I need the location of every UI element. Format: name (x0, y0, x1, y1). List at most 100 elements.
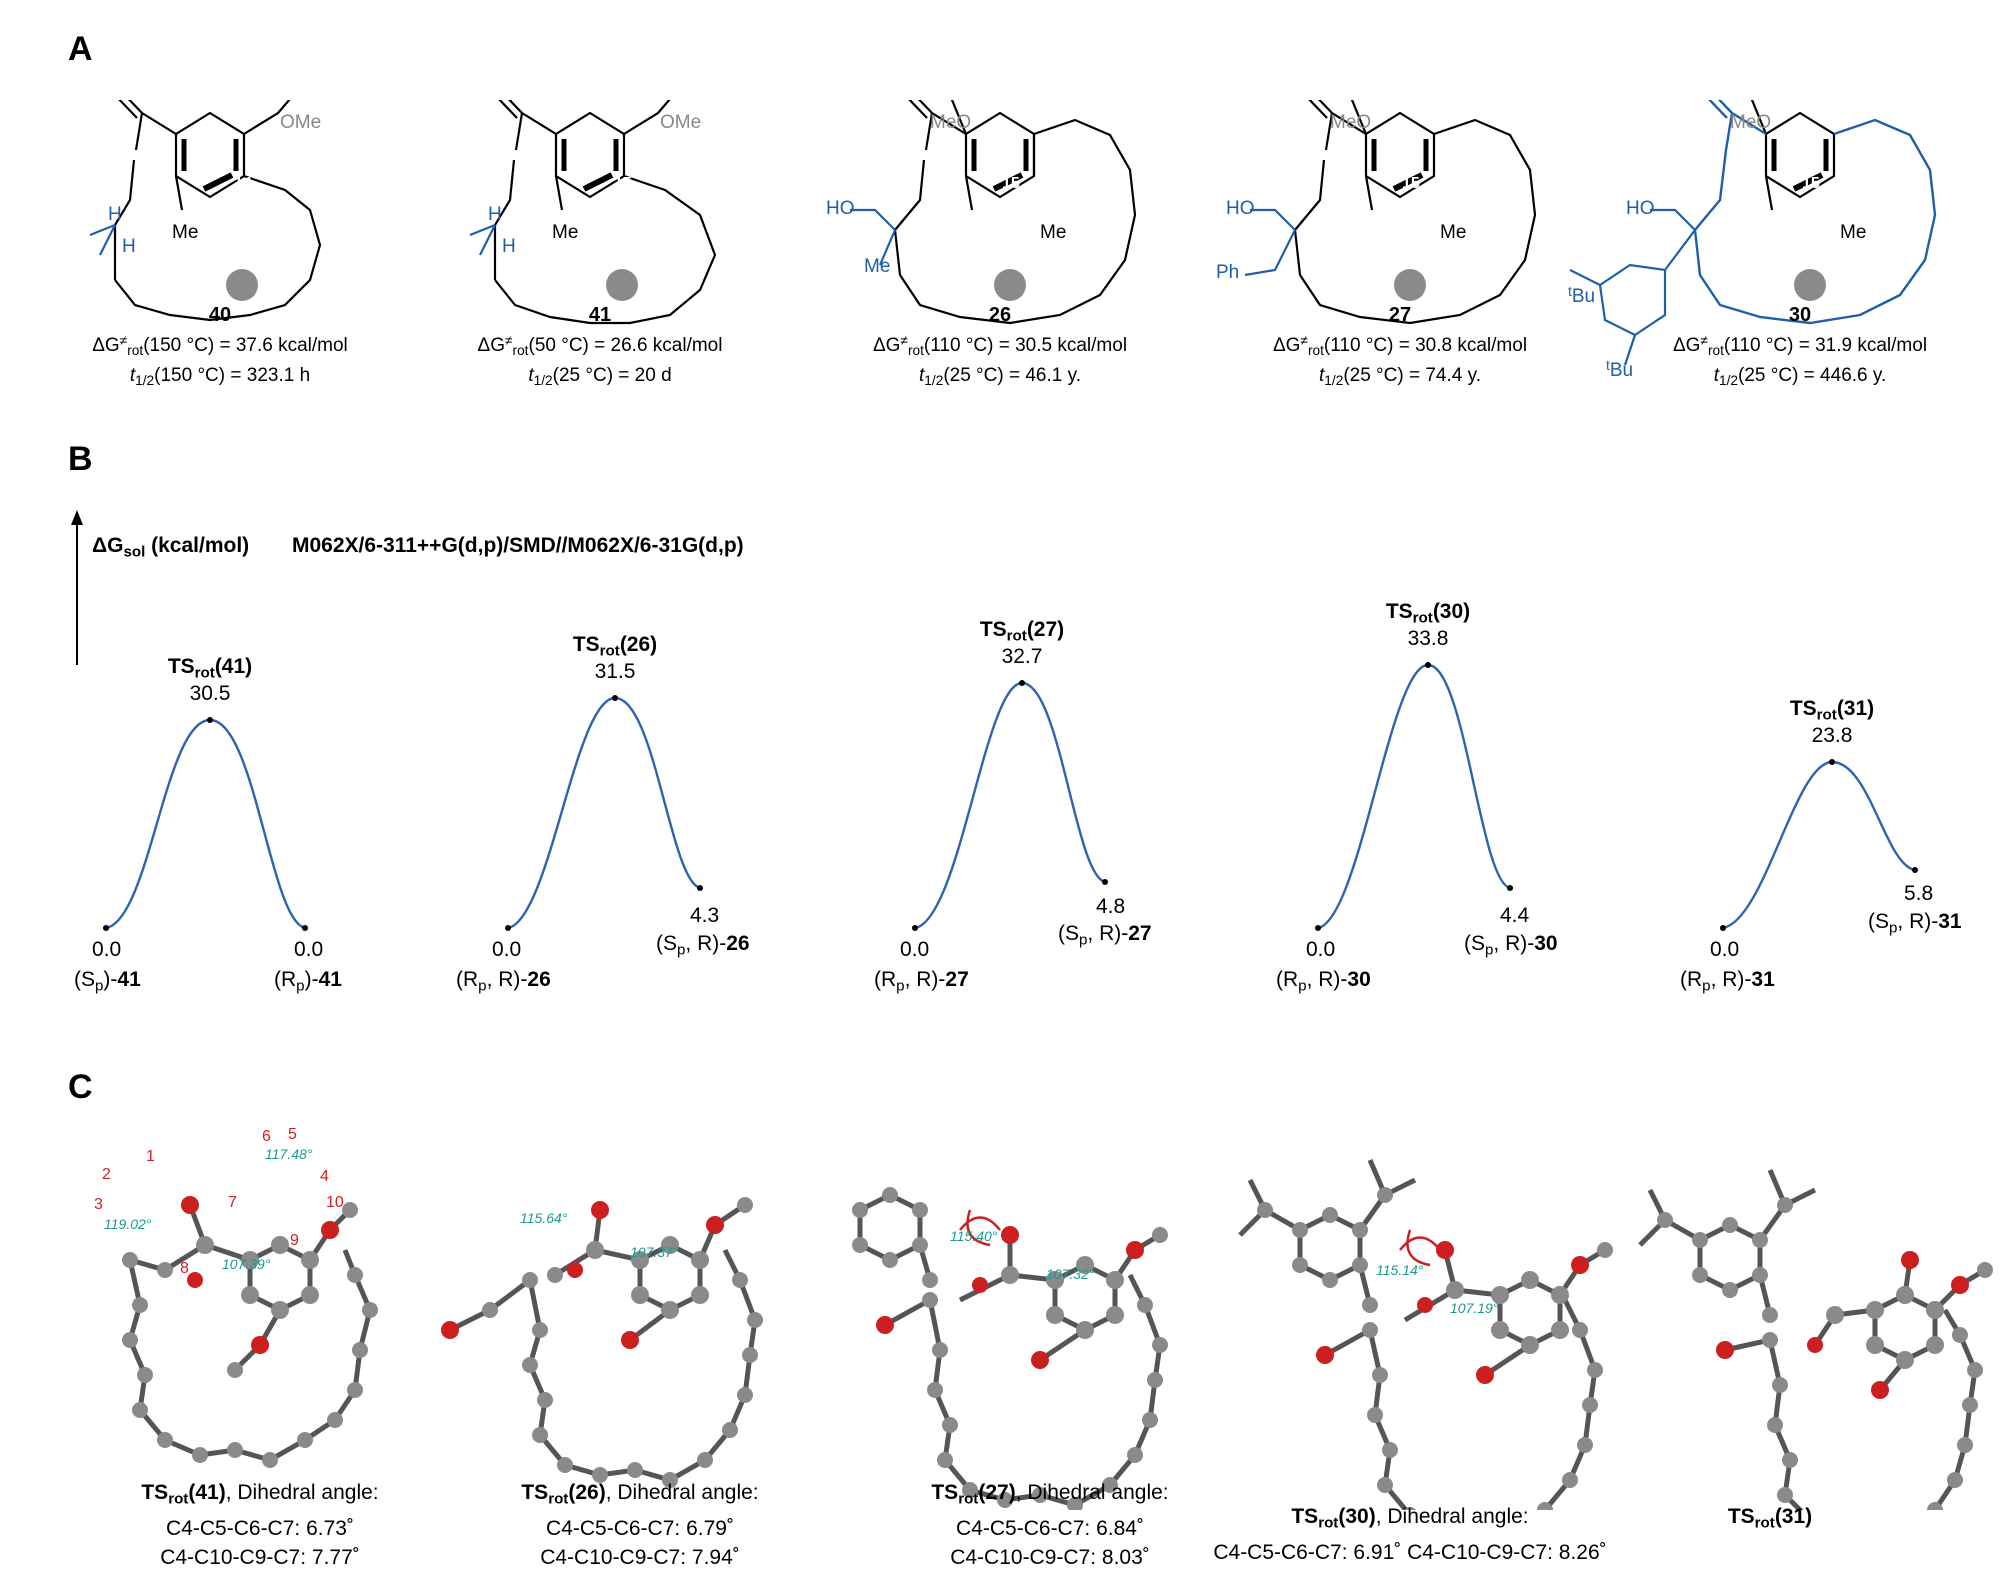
ho-label-27: HO (1226, 198, 1255, 219)
panel-b-letter: B (68, 440, 93, 478)
profile-curve-27 (914, 681, 1106, 930)
point-31-right (1912, 867, 1918, 873)
ome-label-40: OMe (280, 112, 322, 133)
point-26-ts (612, 695, 618, 701)
atom-num-10: 10 (326, 1194, 344, 1211)
h-label-41a: H (488, 204, 502, 225)
ts-label-41: TSrot(41)30.5 (167, 655, 253, 705)
left-species-26: (Rp, R)-26 (456, 968, 551, 995)
left-species-30: (Rp, R)-30 (1276, 968, 1371, 995)
ts-energy: 30.5 (189, 681, 231, 705)
left-energy-30: 0.0 (1306, 938, 1336, 961)
right-energy-31: 5.8 (1904, 882, 1934, 905)
compound-41-info: 41 ΔG≠rot(50 °C) = 26.6 kcal/mol t1/2(25… (450, 303, 750, 393)
compound-40-info: 40 ΔG≠rot(150 °C) = 37.6 kcal/mol t1/2(1… (70, 303, 370, 393)
compound-id: 27 (1388, 304, 1412, 326)
caption-title: TSrot(26), Dihedral angle: (521, 1481, 759, 1508)
ts-label-26: TSrot(26)31.5 (572, 633, 658, 683)
point-27-ts (1019, 680, 1025, 686)
tbu-text-b: Bu (1609, 360, 1634, 382)
dg-line: ΔG≠rot(50 °C) = 26.6 kcal/mol (477, 333, 723, 359)
point-30-left (1315, 925, 1321, 931)
structure-40 (89, 100, 322, 322)
atom-num-8: 8 (180, 1260, 189, 1277)
panel-c-letter: C (68, 1068, 93, 1106)
caption-line2: C4-C5-C6-C7: 6.91˚ C4-C10-C9-C7: 8.26˚ (1213, 1540, 1607, 1564)
compound-27-info: 27 ΔG≠rot(110 °C) = 30.8 kcal/mol t1/2(2… (1250, 303, 1550, 393)
ts-label-30: TSrot(30)33.8 (1385, 600, 1471, 650)
ts-energy: 31.5 (594, 659, 636, 683)
angle-41-c: 117.48° (265, 1146, 313, 1162)
caption-title: TSrot(30), Dihedral angle: (1291, 1505, 1529, 1532)
point-27-right (1102, 879, 1108, 885)
right-energy-26: 4.3 (690, 904, 720, 927)
profile-curve-41 (105, 718, 306, 930)
caption-line2: C4-C5-C6-C7: 6.73˚ (166, 1516, 354, 1540)
half-life-line: t1/2(25 °C) = 74.4 y. (1319, 365, 1481, 389)
point-41-left (103, 925, 109, 931)
dg-line: ΔG≠rot(110 °C) = 30.5 kcal/mol (872, 333, 1128, 359)
compound-id: 30 (1788, 304, 1812, 326)
energy-axis (71, 510, 83, 665)
profile-curve-26 (507, 696, 701, 930)
t-sup-b: t (1606, 358, 1610, 373)
atom-num-3: 3 (94, 1196, 103, 1213)
molecular-models (122, 1159, 1993, 1510)
caption-30: TSrot(30), Dihedral angle: C4-C5-C6-C7: … (1170, 1502, 1650, 1567)
angle-26-b: 107.37° (630, 1244, 679, 1260)
caption-31: TSrot(31) (1620, 1502, 1920, 1538)
ts-label-27: TSrot(27)32.7 (979, 618, 1065, 668)
profile-curve-30 (1317, 663, 1511, 930)
ring-size-41: 15 (614, 175, 632, 192)
angle-41-b: 107.39° (222, 1256, 271, 1272)
point-26-left (505, 925, 511, 931)
right-species-26: (Sp, R)-26 (656, 932, 750, 959)
left-energy-31: 0.0 (1710, 938, 1740, 961)
caption-line3: C4-C10-C9-C7: 8.03˚ (950, 1545, 1150, 1569)
left-energy-26: 0.0 (492, 938, 522, 961)
tbu-label-30a: tBu (1568, 284, 1595, 308)
ho-label-26: HO (826, 198, 855, 219)
method-label: M062X/6-311++G(d,p)/SMD//M062X/6-31G(d,p… (292, 534, 744, 557)
point-31-left (1720, 925, 1726, 931)
dg-line: ΔG≠rot(110 °C) = 31.9 kcal/mol (1672, 333, 1928, 359)
point-41-ts (207, 717, 213, 723)
point-27-left (912, 925, 918, 931)
h-label-40b: H (122, 236, 136, 257)
point-31-ts (1829, 759, 1835, 765)
right-energy-27: 4.8 (1096, 895, 1126, 918)
right-species-41: (Rp)-41 (274, 968, 342, 995)
t-sup-a: t (1568, 284, 1572, 299)
caption-line2: C4-C5-C6-C7: 6.84˚ (956, 1516, 1144, 1540)
profile-curve-31 (1722, 760, 1916, 930)
compound-26-info: 26 ΔG≠rot(110 °C) = 30.5 kcal/mol t1/2(2… (850, 303, 1150, 393)
me-label-30: Me (1840, 222, 1867, 243)
right-species-31: (Sp, R)-31 (1868, 910, 1962, 937)
meo-label-27: MeO (1330, 112, 1372, 133)
atom-num-5: 5 (288, 1126, 297, 1143)
caption-line3: C4-C10-C9-C7: 7.77˚ (160, 1545, 360, 1569)
tbu-text-a: Bu (1571, 286, 1596, 308)
structure-30 (1569, 100, 1937, 366)
right-energy-41: 0.0 (294, 938, 324, 961)
structure-41 (469, 100, 717, 325)
angle-26-a: 115.64° (520, 1210, 568, 1226)
caption-title: TSrot(41), Dihedral angle: (141, 1481, 379, 1508)
left-species-31: (Rp, R)-31 (1680, 968, 1775, 995)
left-species-27: (Rp, R)-27 (874, 968, 969, 995)
energy-profiles (103, 662, 1918, 931)
compound-id: 41 (588, 304, 612, 326)
panel-a-letter: A (68, 30, 93, 68)
compound-id: 40 (208, 304, 232, 326)
me-blue-label-26: Me (864, 256, 891, 277)
model-31 (1638, 1169, 1993, 1510)
ts-energy: 33.8 (1407, 626, 1449, 650)
atom-num-6: 6 (262, 1128, 271, 1145)
dg-line: ΔG≠rot(150 °C) = 37.6 kcal/mol (92, 333, 348, 359)
atom-num-2: 2 (102, 1166, 111, 1183)
atom-num-1: 1 (146, 1148, 155, 1165)
half-life-line: t1/2(25 °C) = 46.1 y. (919, 365, 1081, 389)
left-species-41: (Sp)-41 (74, 968, 141, 995)
me-label-40: Me (172, 222, 199, 243)
model-30 (1238, 1159, 1613, 1510)
